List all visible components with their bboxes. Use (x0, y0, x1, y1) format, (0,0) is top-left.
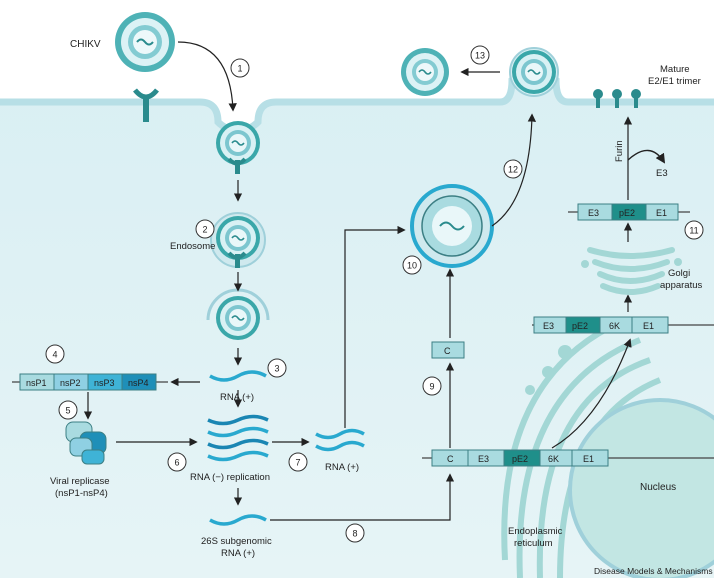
golgi-polyprotein: E3 pE2 6K E1 (533, 316, 669, 334)
credit-label: Disease Models & Mechanisms (594, 566, 713, 576)
replicase-label-1: Viral replicase (50, 476, 110, 487)
step-10-label: 10 (407, 261, 417, 271)
step-4-label: 4 (52, 350, 57, 360)
e3-released-label: E3 (656, 168, 668, 179)
chikv-label: CHIKV (70, 39, 101, 50)
cleaved-pe2-label: pE2 (619, 208, 635, 218)
capsid-label: C (447, 454, 454, 464)
nsp3-label: nsP3 (94, 378, 115, 388)
rna-plus-strand-2 (315, 428, 365, 440)
uncoating-virion (215, 295, 261, 341)
step-5-circle (58, 400, 78, 420)
step-11-circle (684, 220, 704, 240)
endoplasmic-reticulum (501, 319, 662, 578)
released-virion (401, 48, 449, 96)
step-4-circle (45, 344, 65, 364)
receptor-icon (227, 157, 247, 174)
er-vesicle (525, 385, 535, 395)
capsid-box (431, 341, 465, 359)
furin-cleavage-arrow (627, 149, 666, 164)
golgi-label-1: Golgi (668, 268, 690, 279)
step-3-label: 3 (274, 364, 279, 374)
nucleus-label: Nucleus (640, 482, 676, 493)
rna-plus-strand (209, 370, 267, 382)
budding-arrow (491, 113, 537, 227)
golgi-pe2-label: pE2 (572, 321, 588, 331)
receptor-icon (133, 88, 159, 122)
golgi-apparatus (587, 247, 675, 295)
e3-label: E3 (478, 454, 489, 464)
step-5-label: 5 (65, 406, 70, 416)
nucleus (568, 398, 714, 578)
replicase-label-2: (nsP1-nsP4) (55, 488, 108, 499)
step-6-label: 6 (174, 458, 179, 468)
step-2-label: 2 (202, 225, 207, 235)
step-11-label: 11 (689, 226, 698, 236)
step-6-circle (167, 452, 187, 472)
step-10-circle (402, 255, 422, 275)
step-9-circle (422, 376, 442, 396)
pe2-label: pE2 (512, 454, 528, 464)
step-13-label: 13 (475, 51, 485, 61)
er-label-1: Endoplasmic (508, 526, 563, 537)
nsp4-label: nsP4 (128, 378, 149, 388)
cleaved-polyprotein: E3 pE2 E1 (577, 203, 679, 221)
packaging-arrow (344, 225, 406, 428)
nucleocapsid (410, 184, 494, 268)
golgi-e3-label: E3 (543, 321, 554, 331)
6k-label: 6K (548, 454, 559, 464)
golgi-e1-label: E1 (643, 321, 654, 331)
entry-arrow (177, 41, 237, 112)
step-8-circle (345, 523, 365, 543)
mature-trimer-icons (593, 89, 641, 108)
nsp1-label: nsP1 (26, 378, 47, 388)
step-3-circle (267, 358, 287, 378)
rna-plus-strand-3 (315, 440, 365, 452)
step-7-label: 7 (295, 458, 300, 468)
furin-label: Furin (614, 140, 625, 162)
capsid-box-label: C (444, 346, 451, 356)
mature-label-2: E2/E1 trimer (648, 76, 701, 87)
viral-replicase-icon (65, 421, 107, 465)
er-to-golgi-arrow (551, 338, 632, 449)
rna-minus-label: RNA (−) replication (190, 472, 270, 483)
step-8-label: 8 (352, 529, 357, 539)
step-1-circle (230, 58, 250, 78)
chikv-virion (115, 12, 175, 72)
nsp-polyprotein: nsP1 nsP2 nsP3 nsP4 (19, 373, 157, 391)
er-vesicle (542, 366, 554, 378)
step-12-label: 12 (508, 165, 518, 175)
mature-label-1: Mature (660, 64, 690, 75)
step-1-label: 1 (237, 64, 242, 74)
rna-plus-label-2: RNA (+) (325, 462, 359, 473)
step-7-circle (288, 452, 308, 472)
translation-arrow (270, 473, 455, 521)
endosome-virion (215, 215, 261, 261)
step-9-label: 9 (429, 382, 434, 392)
budding-virion-top (511, 49, 557, 95)
step-12-circle (503, 159, 523, 179)
rna-plus-label: RNA (+) (220, 392, 254, 403)
nsp2-label: nsP2 (60, 378, 81, 388)
subgenomic-label-2: RNA (+) (221, 548, 255, 559)
structural-polyprotein: C E3 pE2 6K E1 (431, 449, 609, 467)
budding-virion (215, 120, 261, 166)
subgenomic-rna (209, 514, 267, 526)
er-label-2: reticulum (514, 538, 553, 549)
step-2-circle (195, 219, 215, 239)
golgi-6k-label: 6K (609, 321, 620, 331)
subgenomic-label-1: 26S subgenomic (201, 536, 272, 547)
cleaved-e3-label: E3 (588, 208, 599, 218)
rna-replication-strands (207, 414, 269, 462)
golgi-label-2: apparatus (660, 280, 703, 291)
cleaved-e1-label: E1 (656, 208, 667, 218)
step-13-circle (470, 45, 490, 65)
endosome-label: Endosome (170, 241, 215, 252)
er-vesicle (558, 345, 572, 359)
e1-label: E1 (583, 454, 594, 464)
receptor-icon (227, 251, 247, 268)
